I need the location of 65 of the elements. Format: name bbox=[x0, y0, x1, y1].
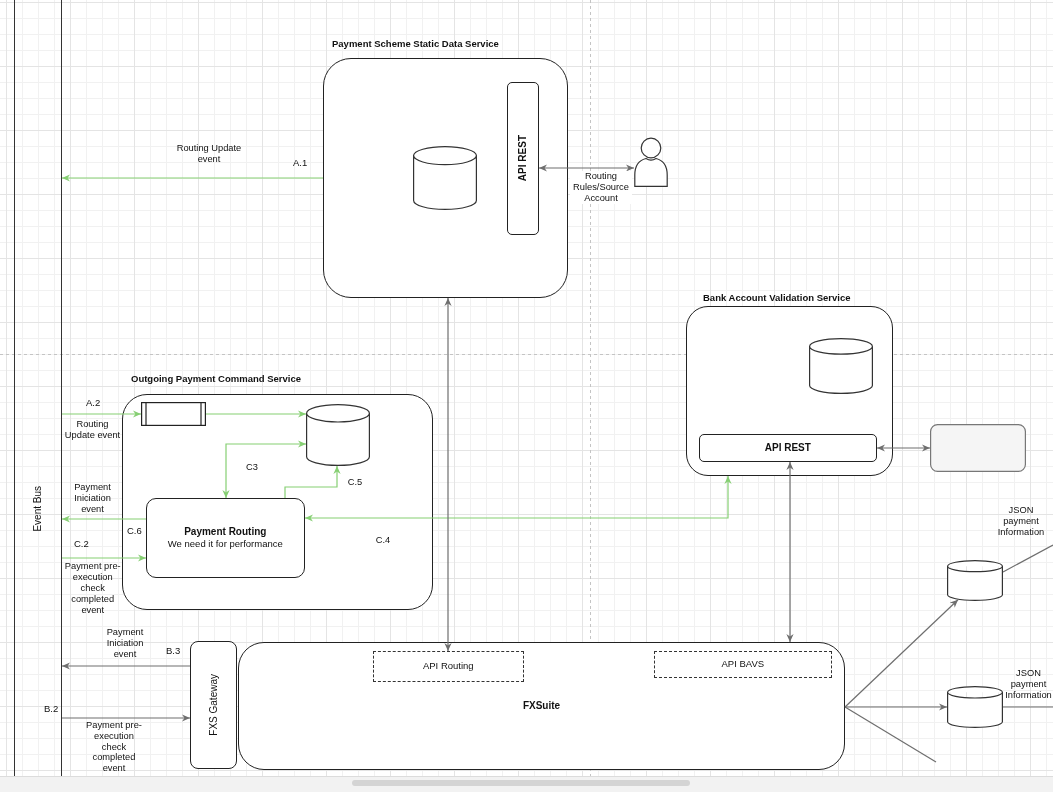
database-cylinder bbox=[412, 145, 477, 210]
edge-label: JSON payment Information bbox=[996, 505, 1046, 538]
api-label: API Routing bbox=[422, 660, 474, 673]
arrow bbox=[61, 515, 147, 523]
system-container bbox=[238, 642, 845, 770]
api-label: API BAVS bbox=[721, 658, 765, 671]
arrow bbox=[284, 465, 341, 499]
step-number: A.2 bbox=[86, 397, 101, 408]
arrow bbox=[61, 554, 147, 562]
arrow bbox=[844, 703, 948, 711]
container-title: Outgoing Payment Command Service bbox=[131, 373, 301, 385]
person-icon bbox=[634, 137, 668, 187]
connector-line bbox=[1002, 706, 1053, 708]
edge-label: C.5 bbox=[346, 477, 364, 488]
step-number: B.2 bbox=[44, 703, 59, 714]
api-panel bbox=[506, 81, 539, 235]
edge-label: Payment Iniciation event bbox=[105, 627, 145, 660]
database-cylinder bbox=[947, 560, 1003, 601]
database-cylinder bbox=[947, 686, 1003, 728]
double-headed-arrow bbox=[222, 440, 307, 499]
queue-box bbox=[140, 401, 206, 426]
api-box bbox=[372, 650, 524, 682]
system-label: FXSuite bbox=[522, 700, 561, 712]
arrow bbox=[61, 662, 191, 670]
api-panel bbox=[698, 433, 877, 462]
double-headed-arrow bbox=[304, 475, 732, 522]
connector-line bbox=[1002, 544, 1053, 573]
step-number: C.6 bbox=[127, 525, 142, 536]
double-headed-arrow bbox=[444, 297, 452, 652]
edge-label: C3 bbox=[245, 462, 259, 473]
database-cylinder bbox=[808, 337, 873, 394]
lane-label: Event Bus bbox=[31, 486, 44, 532]
gateway-box bbox=[190, 641, 237, 769]
gateway-label: FXS Gateway bbox=[207, 674, 220, 736]
external-service-box bbox=[930, 424, 1026, 472]
api-label: API REST bbox=[516, 135, 529, 182]
double-headed-arrow bbox=[876, 444, 931, 452]
edge-label: Payment Iniciation event bbox=[73, 482, 112, 515]
edge-label: Routing Rules/Source Account bbox=[570, 171, 632, 204]
arrow bbox=[61, 714, 191, 722]
arrow bbox=[844, 599, 959, 708]
process-box bbox=[145, 497, 305, 578]
edge-label: C.4 bbox=[374, 535, 392, 546]
arrow bbox=[61, 410, 142, 418]
container-title: Bank Account Validation Service bbox=[703, 292, 851, 304]
edge-label: JSON payment Information bbox=[1004, 668, 1053, 701]
arrow bbox=[61, 174, 324, 182]
database-cylinder bbox=[305, 403, 370, 466]
edge-label: Payment pre-execution check completed event bbox=[85, 720, 143, 774]
api-label: API REST bbox=[764, 441, 811, 454]
edge-label: Routing Update event bbox=[63, 419, 122, 441]
box-title: Payment Routing bbox=[184, 525, 267, 538]
edge-label: Routing Update event bbox=[175, 143, 243, 165]
event-bus-lane bbox=[14, 0, 62, 776]
step-number: C.2 bbox=[74, 538, 89, 549]
box-description: We need it for performance bbox=[167, 537, 283, 550]
edge-label: Payment pre-execution check completed event bbox=[63, 561, 122, 616]
arrow bbox=[205, 410, 307, 418]
connector-line bbox=[844, 706, 937, 763]
double-headed-arrow bbox=[538, 164, 635, 172]
api-box bbox=[653, 650, 832, 678]
step-number: B.3 bbox=[166, 645, 181, 656]
container-title: Payment Scheme Static Data Service bbox=[332, 38, 499, 50]
step-number: A.1 bbox=[293, 157, 308, 168]
double-headed-arrow bbox=[786, 461, 794, 643]
